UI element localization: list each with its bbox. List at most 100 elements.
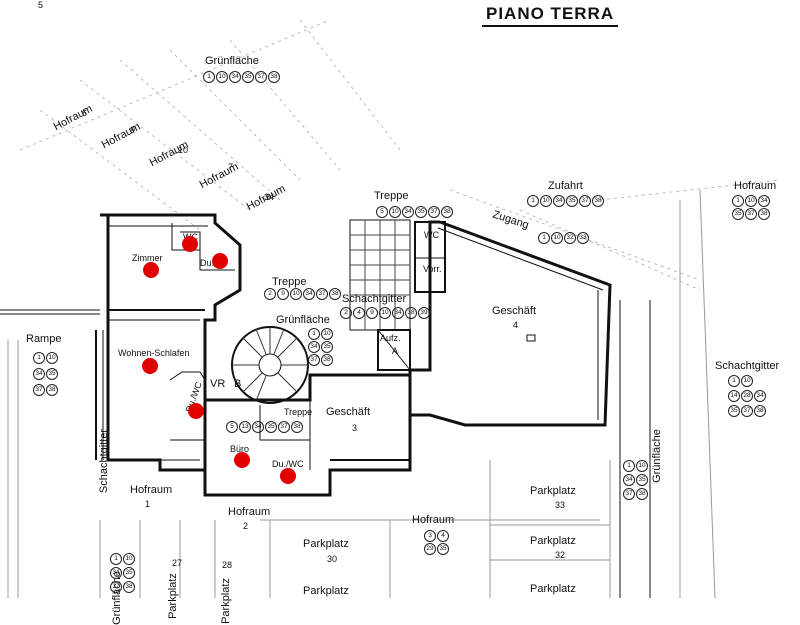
room-label: Wohnen-Schlafen — [118, 348, 190, 358]
circled-number: 34 — [754, 390, 766, 402]
circled-number: 1 — [728, 375, 740, 387]
circled-number: 10 — [389, 206, 401, 218]
circled-number: 37 — [623, 488, 635, 500]
circled-number: 9 — [366, 307, 378, 319]
circled-number: 1 — [623, 460, 635, 472]
location-marker[interactable] — [143, 262, 159, 278]
room-label: B — [234, 378, 242, 390]
room-label: Parkplatz — [219, 578, 232, 624]
location-marker[interactable] — [234, 452, 250, 468]
circled-number: 35 — [437, 543, 449, 555]
circled-number: 35 — [265, 421, 277, 433]
circled-number: 35 — [728, 405, 740, 417]
room-label: Treppe — [374, 190, 409, 202]
circled-number: 39 — [418, 307, 430, 319]
circled-number: 5 — [376, 206, 388, 218]
circled-number: 5 — [226, 421, 238, 433]
circled-number: 37 — [316, 288, 328, 300]
circled-number: 38 — [291, 421, 303, 433]
circled-number: 4 — [437, 530, 449, 542]
circled-number: 9 — [277, 288, 289, 300]
area-number: 27 — [172, 558, 183, 568]
circled-number: 10 — [290, 288, 302, 300]
circled-number: 14 — [728, 390, 740, 402]
area-number: 28 — [222, 560, 233, 570]
room-label: Grünfläche — [205, 55, 259, 67]
room-label: Treppe — [272, 276, 307, 288]
room-label: Schachtgitter — [715, 360, 780, 372]
location-marker[interactable] — [212, 253, 228, 269]
area-number: 34 — [264, 192, 275, 202]
circled-number: 35 — [46, 368, 58, 380]
room-label: Zimmer — [132, 253, 163, 263]
circled-number: 37 — [741, 405, 753, 417]
room-label: Parkplatz — [166, 573, 179, 619]
circled-number: 35 — [415, 206, 427, 218]
plan-title: PIANO TERRA — [482, 4, 619, 27]
circled-number: 34 — [110, 567, 122, 579]
circled-number: 34 — [252, 421, 264, 433]
circled-number: 1 — [33, 352, 45, 364]
room-label: Vorr. — [423, 264, 442, 274]
room-label: Zufahrt — [548, 180, 583, 192]
area-number: 4 — [513, 320, 519, 330]
circled-number: 38 — [46, 384, 58, 396]
circled-number: 34 — [553, 195, 565, 207]
circled-number: 10 — [540, 195, 552, 207]
floor-plan-drawing — [0, 19, 781, 598]
room-label: Grünfläche — [650, 429, 663, 483]
circled-number: 1 — [203, 71, 215, 83]
circled-number: 34 — [623, 474, 635, 486]
room-label: Schachtgitter — [98, 428, 111, 494]
circled-number: 10 — [123, 553, 135, 565]
circled-number: 37 — [308, 354, 320, 366]
room-label: Parkplatz — [530, 583, 576, 595]
area-number: 3 — [352, 423, 358, 433]
room-label: Hofraum — [228, 506, 271, 518]
circled-number: 1 — [538, 232, 550, 244]
circled-number: 34 — [229, 71, 241, 83]
elevator-symbol: A — [392, 346, 399, 356]
location-marker[interactable] — [280, 468, 296, 484]
room-label: Du./WC — [272, 459, 304, 469]
circled-number: 38 — [636, 488, 648, 500]
room-label: Parkplatz — [303, 538, 349, 550]
area-number: 7 — [228, 162, 234, 172]
circled-number: 35 — [636, 474, 648, 486]
circled-number: 37 — [428, 206, 440, 218]
location-marker[interactable] — [182, 236, 198, 252]
circled-number: 3 — [424, 530, 436, 542]
area-number: 33 — [555, 500, 566, 510]
circled-number: 38 — [329, 288, 341, 300]
room-label: Treppe — [284, 407, 313, 417]
circled-number: 38 — [754, 405, 766, 417]
room-label: Rampe — [26, 333, 62, 345]
circled-number: 34 — [758, 195, 770, 207]
location-marker[interactable] — [142, 358, 158, 374]
circled-number: 37 — [579, 195, 591, 207]
area-number: 32 — [555, 550, 566, 560]
circled-number: 10 — [46, 352, 58, 364]
room-label: Geschäft — [492, 305, 537, 317]
circled-number: 34 — [308, 341, 320, 353]
circled-number: 38 — [405, 307, 417, 319]
circled-number: 34 — [392, 307, 404, 319]
room-label: VR — [210, 378, 226, 390]
area-number: 5 — [38, 0, 44, 10]
location-marker[interactable] — [188, 403, 204, 419]
